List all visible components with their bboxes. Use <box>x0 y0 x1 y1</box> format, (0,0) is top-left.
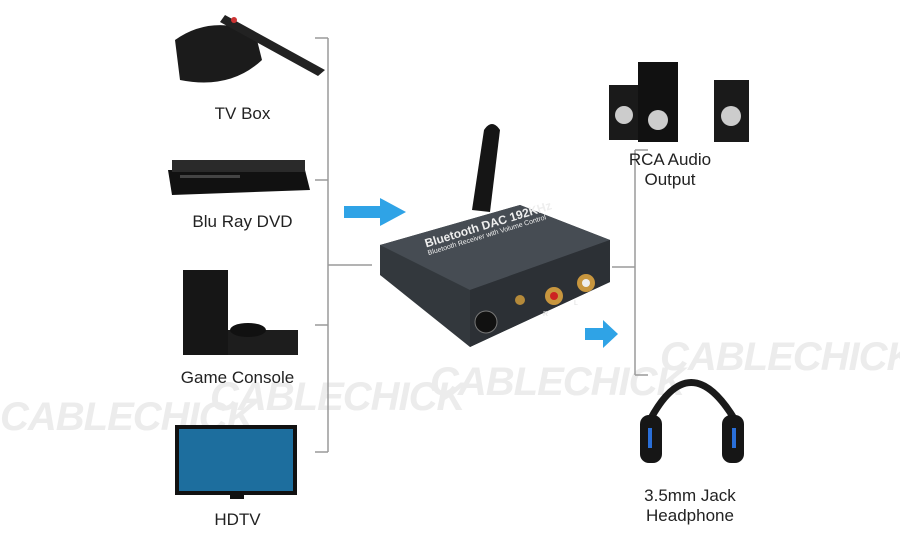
label-headphone: 3.5mm Jack Headphone <box>630 486 750 526</box>
dac-device <box>380 124 610 347</box>
watermark: CABLECHICK <box>210 375 465 419</box>
arrow-out <box>585 320 618 348</box>
label-line: Headphone <box>646 506 734 525</box>
label-tv-box: TV Box <box>214 104 271 123</box>
rca-left-label: L <box>574 300 578 307</box>
label-line: 3.5mm Jack <box>644 486 736 505</box>
speakers-icon <box>609 62 749 142</box>
label-rca-output: RCA Audio Output <box>620 150 720 190</box>
label-hdtv: HDTV <box>214 510 261 529</box>
connector-lines <box>315 37 648 453</box>
headphone-icon <box>640 379 744 463</box>
label-bluray: Blu Ray DVD <box>192 212 293 231</box>
label-line: Output <box>644 170 696 189</box>
arrow-in <box>344 198 406 226</box>
bluray-player-icon <box>168 160 310 195</box>
hdtv-icon <box>175 425 297 499</box>
label-game-console: Game Console <box>180 368 295 387</box>
game-console-icon <box>183 270 298 355</box>
watermark: CABLECHICK <box>430 360 685 404</box>
rca-right-label: R <box>543 311 549 318</box>
watermark: CABLECHICK <box>660 335 900 379</box>
label-line: RCA Audio <box>628 150 712 169</box>
tv-box-icon <box>175 15 325 83</box>
